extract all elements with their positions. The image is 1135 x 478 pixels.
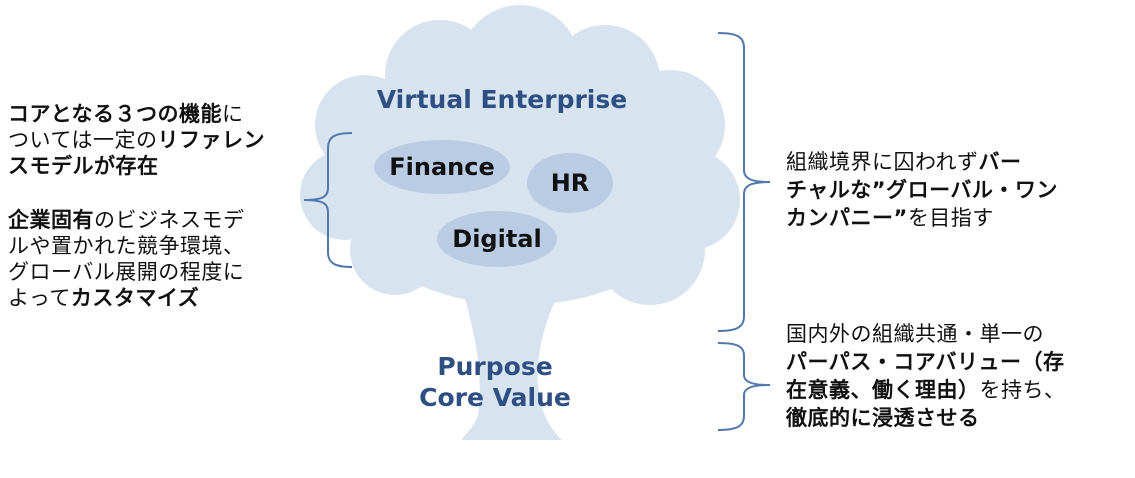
left-p2-text-d: よって xyxy=(8,286,71,310)
left-p2-text-a: のビジネスモデ xyxy=(94,208,245,232)
left-paragraph-1: コアとなる３つの機能に ついては一定のリファレン スモデルが存在 xyxy=(8,101,265,179)
left-p1-text-b: ついては一定の xyxy=(8,128,158,152)
left-p2-bold-a: 企業固有 xyxy=(8,208,94,232)
right-bottom-bold-b: 在意義、働く理由） xyxy=(786,378,980,402)
finance-oval xyxy=(374,140,510,194)
trunk-title-line1: Purpose xyxy=(437,352,553,381)
left-p1-bold-a: コアとなる３つの機能 xyxy=(8,102,222,126)
left-p1-bold-c: スモデルが存在 xyxy=(8,154,159,178)
right-top-text: 組織境界に囚われずバー チャルな”グローバル・ワン カンパニー”を目指す xyxy=(786,148,1058,232)
left-p2-text-b: ルや置かれた競争環境、 xyxy=(8,234,245,258)
right-top-bold-c: カンパニー” xyxy=(786,206,908,230)
right-top-bold-b: チャルな”グローバル・ワン xyxy=(786,178,1058,202)
digital-label: Digital xyxy=(452,225,542,253)
left-p2-text-c: グローバル展開の程度に xyxy=(8,260,245,284)
left-p2-bold-b: カスタマイズ xyxy=(70,286,200,310)
right-top-bold-a: バー xyxy=(978,150,1022,174)
right-bottom-text: 国内外の組織共通・単一の パーパス・コアバリュー（存 在意義、働く理由）を持ち、… xyxy=(786,320,1066,432)
left-brace xyxy=(303,132,353,268)
canopy-title: Virtual Enterprise xyxy=(376,85,628,114)
trunk-title-line2: Core Value xyxy=(419,383,571,412)
tree-canopy xyxy=(300,5,740,305)
hr-label: HR xyxy=(550,169,590,197)
hr-oval xyxy=(527,153,613,213)
left-p1-text-a: に xyxy=(221,102,244,126)
right-brace-top xyxy=(717,32,771,332)
right-top-text-b: を目指す xyxy=(907,206,994,230)
digital-oval xyxy=(437,211,557,267)
right-bottom-text-b: を持ち、 xyxy=(979,378,1066,402)
trunk-title: Purpose Core Value xyxy=(370,351,620,413)
right-top-text-a: 組織境界に囚われず xyxy=(786,150,979,174)
finance-label: Finance xyxy=(389,153,495,181)
right-brace-bottom xyxy=(717,342,771,431)
tree-trunk xyxy=(455,260,575,440)
left-p1-bold-b: リファレン xyxy=(157,128,265,152)
right-bottom-bold-c: 徹底的に浸透させる xyxy=(786,406,980,430)
left-paragraph-2: 企業固有のビジネスモデ ルや置かれた競争環境、 グローバル展開の程度に よってカ… xyxy=(8,207,245,311)
right-bottom-text-a: 国内外の組織共通・単一の xyxy=(786,322,1044,346)
right-bottom-bold-a: パーパス・コアバリュー（存 xyxy=(786,350,1065,374)
